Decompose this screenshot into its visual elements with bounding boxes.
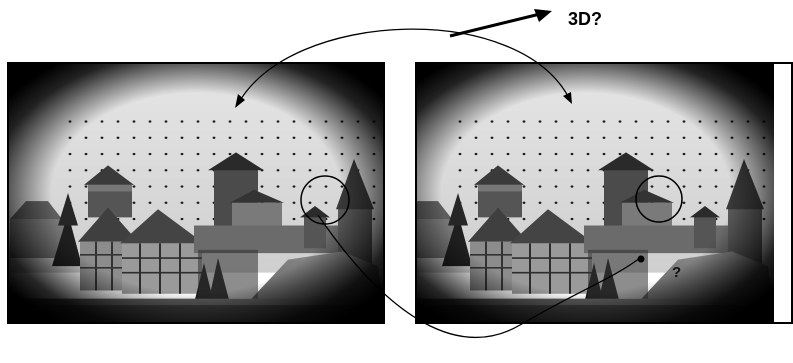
bottom-correspondence-curve <box>317 214 645 339</box>
label-3d: 3D? <box>568 9 603 29</box>
top-correspondence-arrow <box>235 28 572 108</box>
right-tower-circle <box>635 175 683 223</box>
right-image-panel <box>415 62 793 324</box>
left-image-panel <box>7 62 385 324</box>
occlusion-question-mark: ? <box>672 264 681 281</box>
arrow-to-3d <box>449 9 552 38</box>
marked-point-icon <box>637 255 645 263</box>
